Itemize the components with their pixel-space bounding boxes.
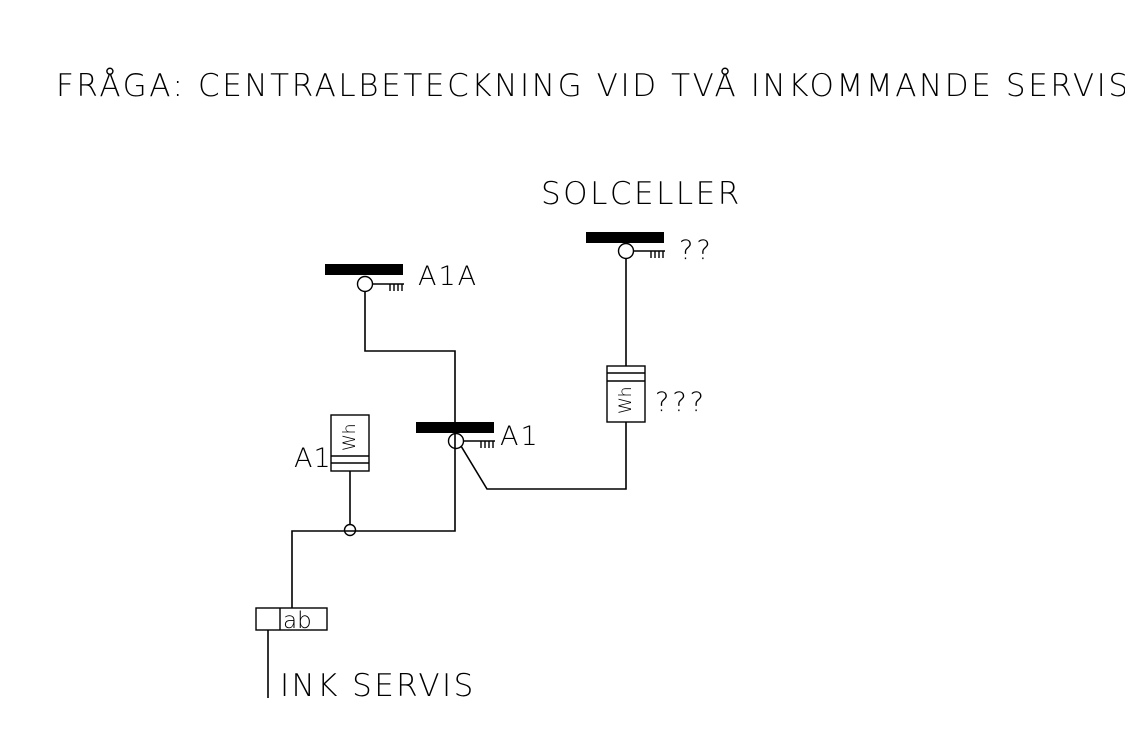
meter-a1-symbol: Wh bbox=[340, 423, 360, 451]
meter-solar-symbol: Wh bbox=[616, 386, 636, 414]
panel-a1a-key-icon bbox=[356, 275, 404, 293]
panel-solar-key-icon bbox=[617, 242, 665, 260]
incoming-service-label: INK SERVIS bbox=[280, 668, 476, 704]
meter-a1-label: A1 bbox=[294, 443, 332, 474]
meter-a1: Wh A1 bbox=[294, 414, 370, 474]
panel-a1-busbar bbox=[416, 422, 494, 433]
panel-solar-label: ?? bbox=[679, 235, 714, 266]
meter-solar-label: ??? bbox=[655, 387, 707, 418]
a1-to-a1a-wire bbox=[364, 291, 456, 422]
solceller-label: SOLCELLER bbox=[541, 176, 742, 212]
main-switch-label: ab bbox=[283, 608, 312, 634]
diagram-title: FRÅGA: CENTRALBETECKNING VID TVÅ INKOMMA… bbox=[56, 67, 1125, 104]
panel-a1a-label: A1A bbox=[418, 261, 478, 292]
panel-a1a: A1A bbox=[325, 261, 478, 293]
a1-to-solar-wire bbox=[460, 422, 627, 490]
panel-a1a-busbar bbox=[325, 264, 403, 275]
panel-solar: ?? bbox=[586, 232, 714, 266]
panel-a1-key-icon bbox=[447, 432, 495, 450]
panel-a1-label: A1 bbox=[500, 421, 540, 452]
meter-solar: Wh ??? bbox=[606, 365, 707, 423]
wiring bbox=[267, 258, 627, 698]
main-switch: ab bbox=[255, 607, 328, 634]
panel-a1: A1 bbox=[416, 421, 540, 452]
main-feed-wire bbox=[291, 433, 456, 608]
panel-solar-busbar bbox=[586, 232, 664, 243]
junction-node bbox=[343, 523, 357, 537]
